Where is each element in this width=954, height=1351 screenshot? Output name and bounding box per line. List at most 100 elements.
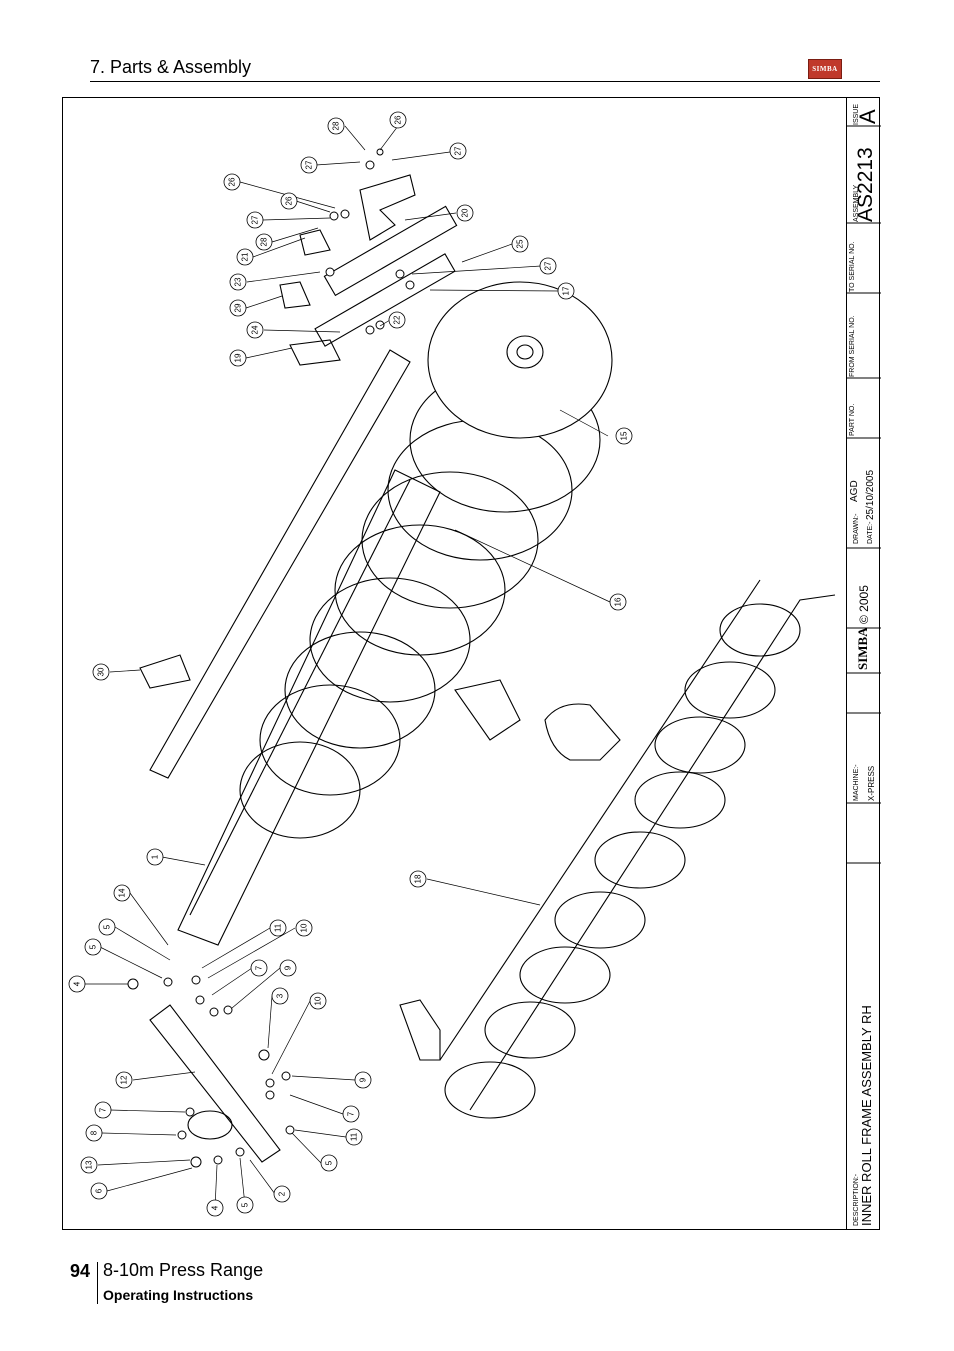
callout-number: 27 bbox=[251, 215, 260, 224]
callout-number: 17 bbox=[562, 286, 571, 295]
disc-rail bbox=[149, 349, 411, 779]
manual-type: Operating Instructions bbox=[103, 1287, 254, 1303]
callout-7: 7 bbox=[342, 1105, 360, 1123]
press-roll bbox=[439, 579, 836, 1119]
callout-bubble bbox=[388, 311, 406, 329]
callout-bubble bbox=[279, 959, 297, 977]
callout-bubble bbox=[113, 884, 131, 902]
drawn-by: AGD bbox=[849, 480, 860, 502]
callout-number: 16 bbox=[614, 597, 623, 606]
drawn-label: DRAWN:- bbox=[853, 513, 860, 544]
disc-gang bbox=[239, 281, 613, 839]
callout-bubble bbox=[115, 1071, 133, 1089]
callout-2: 2 bbox=[273, 1185, 291, 1203]
callout-17: 17 bbox=[557, 282, 575, 300]
callout-bubble bbox=[146, 848, 164, 866]
callout-18: 18 bbox=[409, 870, 427, 888]
callout-bubble bbox=[80, 1156, 98, 1174]
callout-bubble bbox=[309, 992, 327, 1010]
callout-number: 28 bbox=[332, 121, 341, 130]
callout-20: 20 bbox=[456, 204, 474, 222]
callout-bubble bbox=[236, 1196, 254, 1214]
callout-bubble bbox=[271, 987, 289, 1005]
callout-9: 9 bbox=[354, 1071, 372, 1089]
callout-bubble bbox=[327, 117, 345, 135]
copyright: © 2005 bbox=[857, 585, 871, 624]
callout-bubble bbox=[92, 663, 110, 681]
callout-number: 27 bbox=[454, 146, 463, 155]
callout-bubble bbox=[456, 204, 474, 222]
callout-bubble bbox=[94, 1101, 112, 1119]
callout-4: 4 bbox=[68, 975, 86, 993]
from-serial-label: FROM SERIAL NO. bbox=[849, 315, 856, 377]
callout-27: 27 bbox=[539, 257, 557, 275]
callout-25: 25 bbox=[511, 235, 529, 253]
callout-number: 26 bbox=[228, 177, 237, 186]
callout-6: 6 bbox=[90, 1182, 108, 1200]
callout-bubble bbox=[85, 1124, 103, 1142]
header-divider bbox=[90, 81, 880, 82]
callout-bubble bbox=[345, 1128, 363, 1146]
drawing-date: 25/10/2005 bbox=[865, 469, 876, 520]
callout-number: 25 bbox=[516, 239, 525, 248]
callout-number: 9 bbox=[284, 965, 293, 970]
drawing-description: INNER ROLL FRAME ASSEMBLY RH bbox=[859, 1005, 874, 1226]
callout-number: 22 bbox=[393, 315, 402, 324]
callout-bubble bbox=[68, 975, 86, 993]
callout-number: 20 bbox=[461, 208, 470, 217]
callout-bubble bbox=[557, 282, 575, 300]
machine-label: MACHINE:- bbox=[853, 764, 860, 801]
callout-26: 26 bbox=[280, 192, 298, 210]
callout-21: 21 bbox=[236, 248, 254, 266]
callout-bubble bbox=[246, 321, 264, 339]
callout-26: 26 bbox=[389, 111, 407, 129]
callout-27: 27 bbox=[449, 142, 467, 160]
callout-1: 1 bbox=[146, 848, 164, 866]
callout-5: 5 bbox=[320, 1154, 338, 1172]
part-no-label: PART NO. bbox=[849, 403, 856, 436]
callout-number: 4 bbox=[73, 981, 82, 986]
callout-24: 24 bbox=[246, 321, 264, 339]
callout-7: 7 bbox=[250, 959, 268, 977]
callout-bubble bbox=[295, 919, 313, 937]
callout-number: 13 bbox=[85, 1160, 94, 1169]
callout-8: 8 bbox=[85, 1124, 103, 1142]
callout-bubble bbox=[246, 211, 264, 229]
callout-3: 3 bbox=[271, 987, 289, 1005]
callout-number: 26 bbox=[285, 196, 294, 205]
product-range: 8-10m Press Range bbox=[103, 1260, 264, 1280]
logo-text: SIMBA bbox=[812, 65, 838, 73]
callout-number: 2 bbox=[278, 1191, 287, 1196]
callout-5: 5 bbox=[236, 1196, 254, 1214]
callout-number: 5 bbox=[325, 1160, 334, 1165]
callout-27: 27 bbox=[246, 211, 264, 229]
callout-number: 5 bbox=[89, 944, 98, 949]
callout-bubble bbox=[229, 273, 247, 291]
callout-number: 30 bbox=[97, 667, 106, 676]
callout-26: 26 bbox=[223, 173, 241, 191]
callout-bubble bbox=[250, 959, 268, 977]
callout-28: 28 bbox=[255, 233, 273, 251]
callout-number: 15 bbox=[620, 431, 629, 440]
callout-number: 23 bbox=[234, 277, 243, 286]
callout-11: 11 bbox=[269, 919, 287, 937]
callout-number: 12 bbox=[120, 1075, 129, 1084]
callout-29: 29 bbox=[229, 299, 247, 317]
callout-bubble bbox=[229, 349, 247, 367]
callout-5: 5 bbox=[84, 938, 102, 956]
callout-number: 7 bbox=[347, 1111, 356, 1116]
to-serial-label: TO SERIAL NO. bbox=[849, 241, 856, 292]
callout-number: 7 bbox=[255, 965, 264, 970]
callout-bubble bbox=[511, 235, 529, 253]
callout-bubble bbox=[269, 919, 287, 937]
callout-15: 15 bbox=[615, 427, 633, 445]
footer-divider bbox=[97, 1262, 98, 1304]
callout-bubble bbox=[342, 1105, 360, 1123]
title-block: ISSUE A ASSEMBLY AS2213 TO SERIAL NO. FR… bbox=[846, 98, 881, 1229]
callout-bubble bbox=[320, 1154, 338, 1172]
callout-10: 10 bbox=[295, 919, 313, 937]
callout-5: 5 bbox=[98, 918, 116, 936]
issue-value: A bbox=[855, 109, 880, 124]
callout-bubble bbox=[236, 248, 254, 266]
callout-number: 10 bbox=[300, 923, 309, 932]
